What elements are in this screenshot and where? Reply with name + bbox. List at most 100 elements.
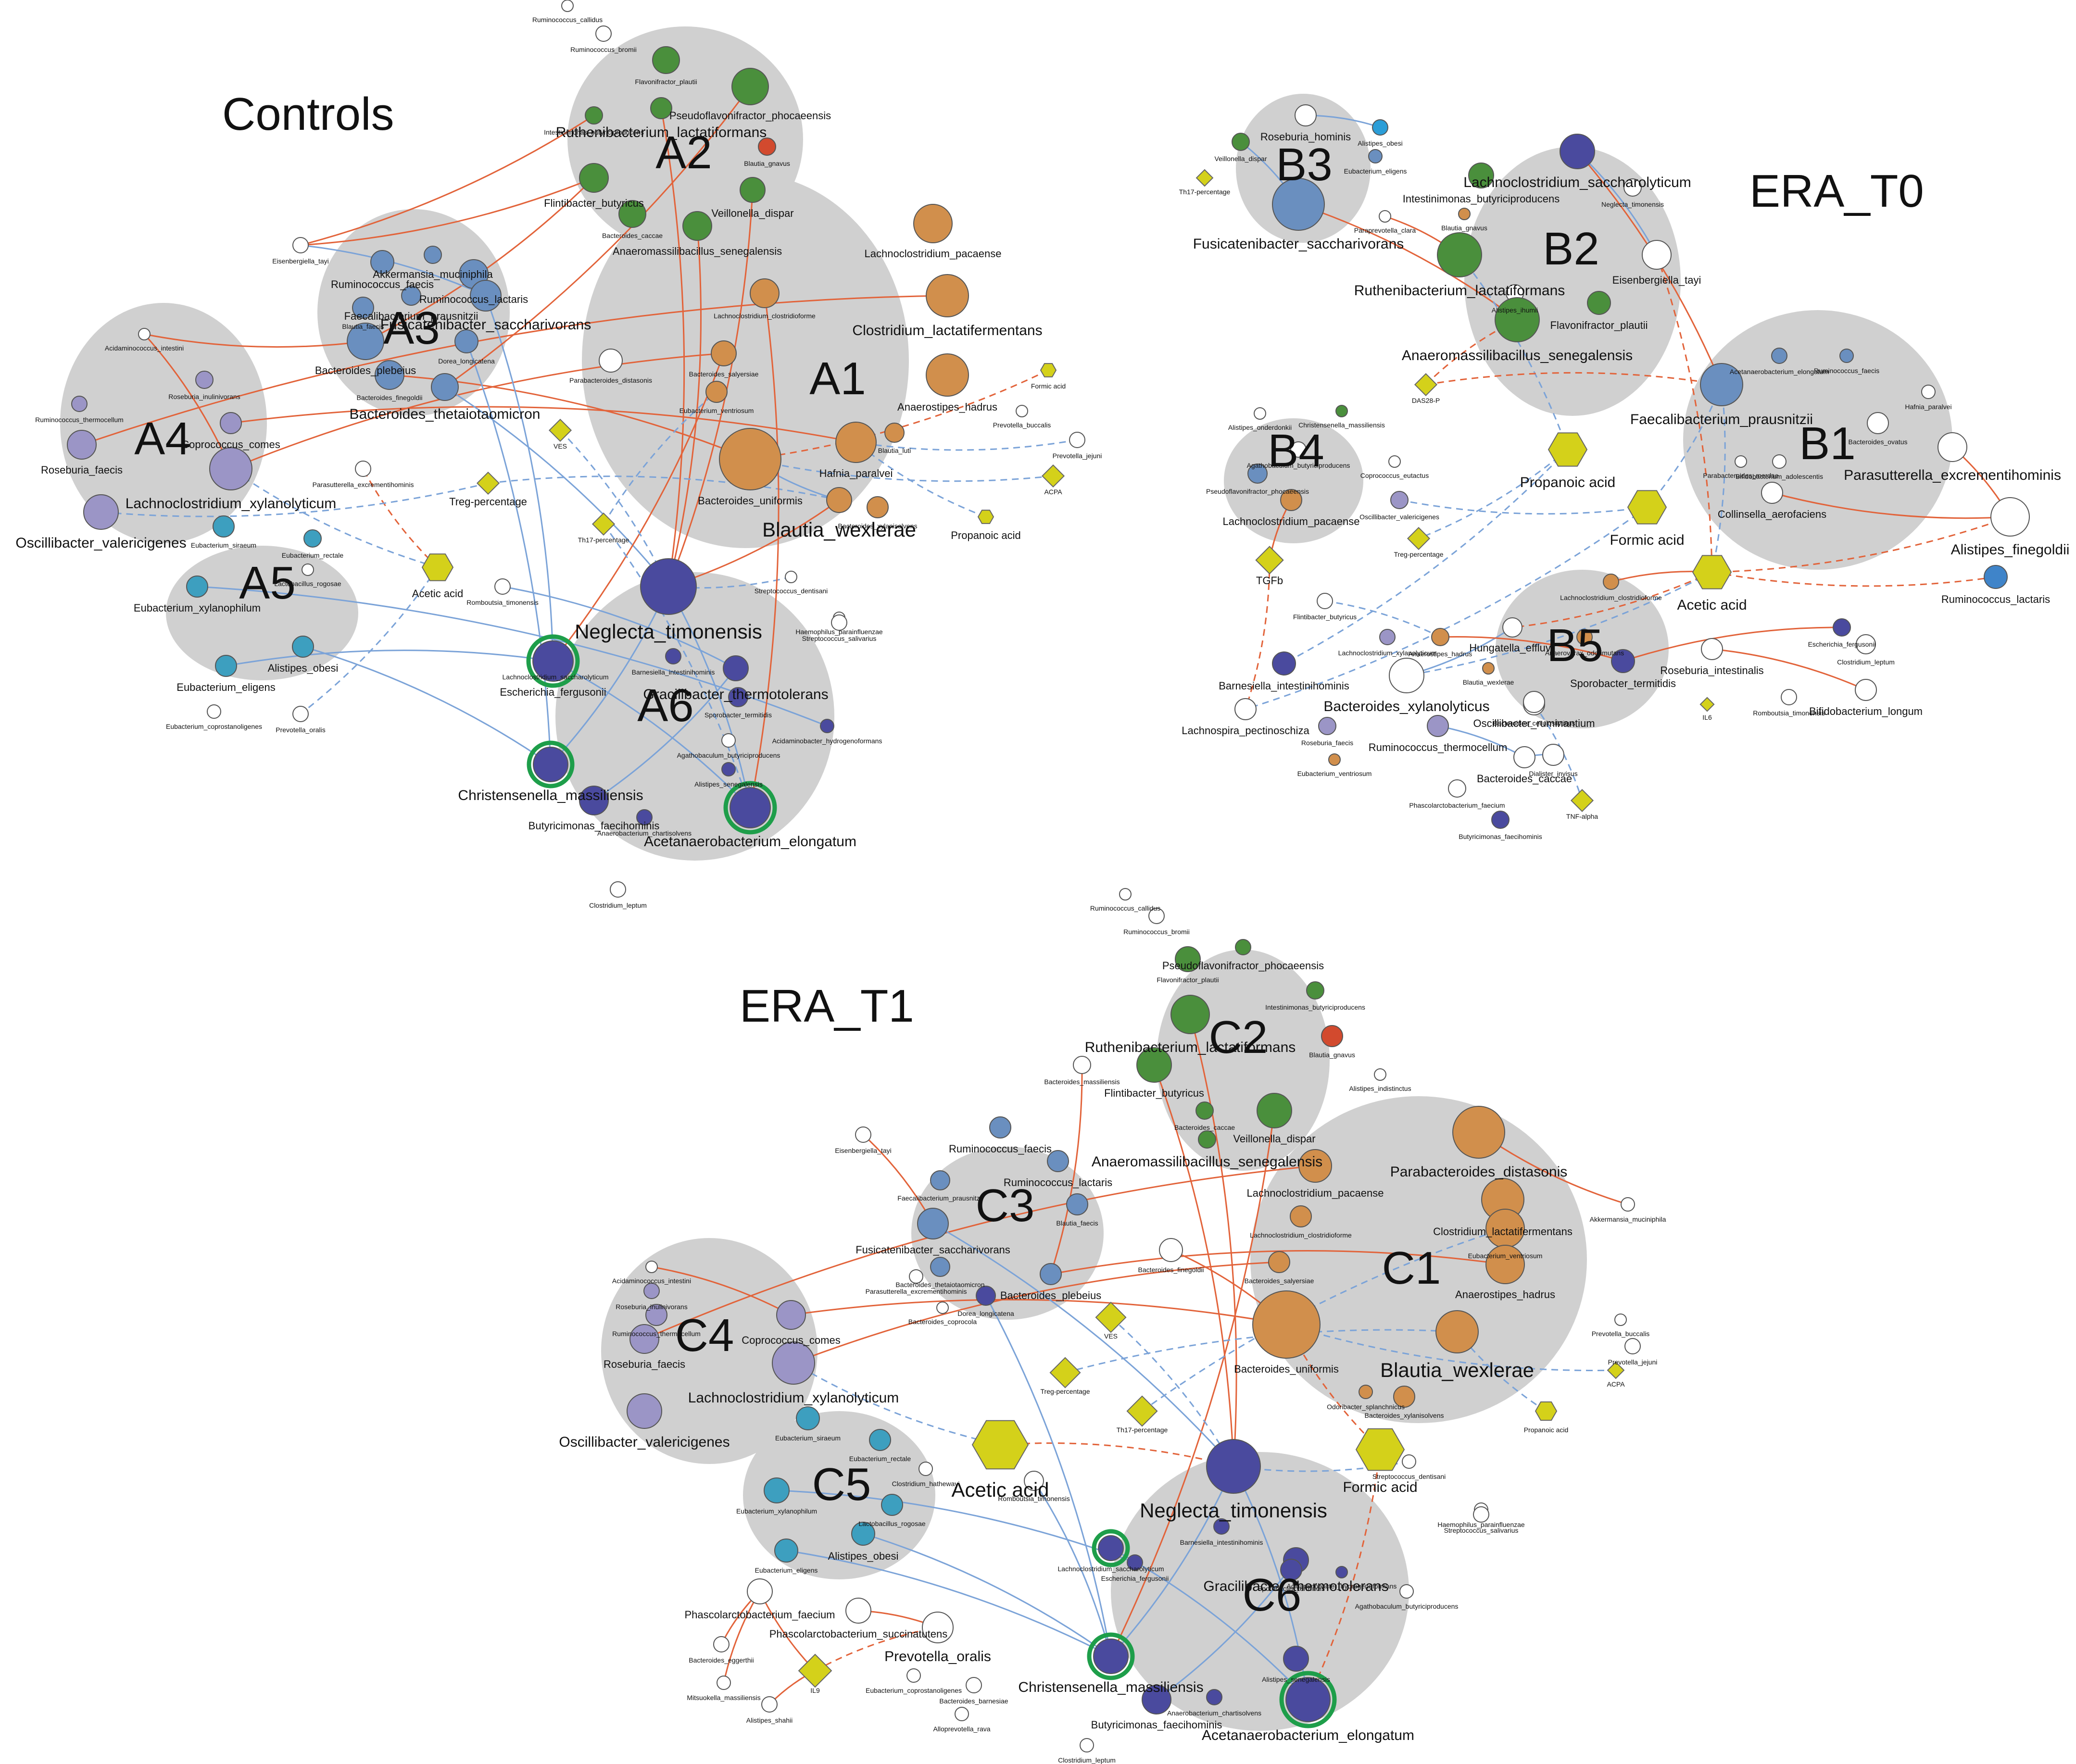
edge — [651, 1266, 792, 1316]
edge — [749, 293, 780, 808]
node-label: Blautia_gnavus — [1441, 224, 1487, 232]
node-neglecta-timonensis — [1206, 1439, 1261, 1494]
node-label: Bacteroides_caccae — [602, 232, 663, 239]
node-label: Bacteroides_xylanisolvens — [838, 522, 918, 530]
node-label: Odoribacter_splanchnicus — [1327, 1403, 1405, 1411]
node-label: Clostridium_lactatifermentans — [1433, 1226, 1573, 1238]
node-escherichia-fergusonii — [1833, 618, 1851, 637]
node-streptococcus-dentisani — [785, 571, 797, 583]
edge — [1110, 1466, 1234, 1657]
node-bacteroides-finegoldii — [375, 360, 404, 390]
edge — [1000, 1442, 1234, 1467]
node-label: Christensenella_massiliensis — [1298, 421, 1385, 429]
node-label: Sporobacter_termitidis — [705, 711, 772, 719]
edge — [863, 1533, 1111, 1657]
node-ruminococcus-faecis — [1839, 349, 1854, 363]
node-label: Romboutsia_timonensis — [1753, 709, 1824, 717]
edge — [791, 1299, 1287, 1326]
node-streptococcus-salivarius — [831, 614, 847, 631]
node-akkermansia-muciniphila — [424, 246, 442, 264]
node-romboutsia-timonensis — [1024, 1471, 1044, 1491]
node-lachnospira-pectinoschiza — [1234, 698, 1257, 720]
node-hafnia-paralvei — [835, 422, 877, 463]
node-coprococcus-comes — [220, 412, 242, 434]
node-acpa — [1041, 464, 1065, 488]
node-lachnoclostridium-saccharolyticum — [1560, 134, 1595, 169]
node-label: Prevotella_jejuni — [1053, 452, 1102, 460]
node-roseburia-intestinalis — [1701, 638, 1723, 660]
node-bacteroides-plebeius — [1040, 1263, 1062, 1285]
node-prevotella-jejuni — [1624, 1338, 1641, 1354]
node-label: Hafnia_paralvei — [819, 467, 893, 479]
node-alistipes-obesi — [851, 1522, 875, 1546]
node-label: Lachnoclostridium_saccharolyticum — [1463, 175, 1691, 190]
edge — [1772, 492, 2011, 519]
node-label: Escherichia_fergusonii — [1101, 1575, 1169, 1582]
node-lachnoclostridium-pacaense — [913, 204, 953, 243]
node-eisenbergiella-tayi — [292, 237, 309, 253]
node-label: TNF-alpha — [1566, 813, 1598, 820]
node-label: Agathobaculum_butyriciproducens — [677, 751, 780, 759]
edge — [1245, 560, 1271, 710]
node-label: VES — [1104, 1332, 1118, 1340]
cluster-label: A5 — [239, 557, 295, 609]
cluster-b3 — [1236, 94, 1371, 243]
node-th17-percentage — [1195, 169, 1214, 187]
node-lachnoclostridium-pacaense — [1280, 489, 1302, 511]
node-bacteroides-salyersiae — [1268, 1251, 1290, 1273]
node-ruminococcus-faecis — [370, 250, 394, 274]
node-label: Fusicatenibacter_saccharivorans — [856, 1244, 1010, 1256]
node-label: Bacteroides_uniformis — [698, 495, 803, 507]
node-bacteroides-eggerthii — [713, 1636, 730, 1652]
node-parabacteroides-merdae — [1735, 455, 1747, 468]
node-label: Christensenella_massiliensis — [458, 788, 643, 803]
node-alistipes-senegalensis — [1283, 1646, 1309, 1672]
node-label: Neglecta_timonensis — [575, 620, 762, 643]
panel-title: ERA_T1 — [740, 980, 914, 1032]
node-eisenbergiella-tayi — [855, 1126, 871, 1143]
node-label: Acetic acid — [1677, 597, 1747, 613]
node-butyricimonas-faecihominis — [1491, 811, 1510, 829]
cluster-c6 — [1111, 1452, 1409, 1731]
node-blautia-gnavus — [1321, 1025, 1343, 1047]
node-label: Phascolarctobacterium_faecium — [1409, 801, 1505, 809]
node-eubacterium-eligens — [215, 655, 237, 677]
cluster-label: A2 — [655, 127, 712, 178]
edge — [776, 1489, 1135, 1564]
node-pseudoflavonifractor-phocaeensis — [731, 68, 769, 105]
node-label: Bacteroides_xylanisolvens — [1365, 1412, 1444, 1419]
node-barnesiella-intestinihominis — [1272, 651, 1296, 676]
node-label: Flintibacter_butyricus — [544, 197, 644, 209]
node-prevotella-jejuni — [1069, 432, 1085, 448]
node-dorea-longicatena — [454, 329, 478, 353]
node-propanoic-acid — [977, 510, 994, 524]
node-bacteroides-massiliensis — [1073, 1056, 1091, 1074]
node-label: Ruthenibacterium_lactatiformans — [556, 125, 767, 140]
node-ruminococcus-thermocellum — [1427, 715, 1449, 737]
node-ruminococcus-lactaris — [1047, 1150, 1069, 1172]
node-acetic-acid — [1692, 555, 1732, 589]
node-blautia-faecis — [352, 297, 374, 319]
node-lachnoclostridium-xylanolyticum — [209, 447, 252, 490]
node-label: Anaeromassilibacillus_senegalensis — [1402, 348, 1633, 363]
edge — [644, 1165, 1316, 1340]
node-prevotella-buccalis — [1614, 1314, 1627, 1326]
node-bacteroides-barnesiae — [966, 1677, 982, 1693]
node-label: Eubacterium_ventriosum — [1468, 1252, 1543, 1260]
node-label: Flavonifractor_plautii — [635, 78, 697, 86]
node-label: Ruminococcus_bromii — [570, 46, 637, 53]
node-gracilibacter-thermotolerans — [723, 655, 749, 681]
node-label: Lachnoclostridium_xylanolyticum — [688, 1390, 899, 1406]
node-propanoic-acid — [1535, 1401, 1558, 1421]
node-sporobacter-termitidis — [1280, 1559, 1302, 1581]
node-label: Propanoic acid — [1520, 475, 1615, 490]
node-label: Gracilibacter_thermotolerans — [643, 687, 828, 702]
cluster-label: A1 — [809, 353, 866, 404]
node-bacteroides-thetaiotaomicron — [431, 373, 459, 401]
node-label: Anaerostipes_hadrus — [1409, 650, 1472, 658]
node-label: Ruminococcus_lactaris — [1941, 593, 2050, 605]
node-label: Lactobacillus_rogosae — [274, 580, 341, 588]
node-label: Parabacteroides_distasonis — [1390, 1164, 1568, 1180]
node-eubacterium-coprostanoligenes — [207, 704, 221, 719]
node-label: Oscillibacter_ruminantium — [1473, 717, 1595, 729]
